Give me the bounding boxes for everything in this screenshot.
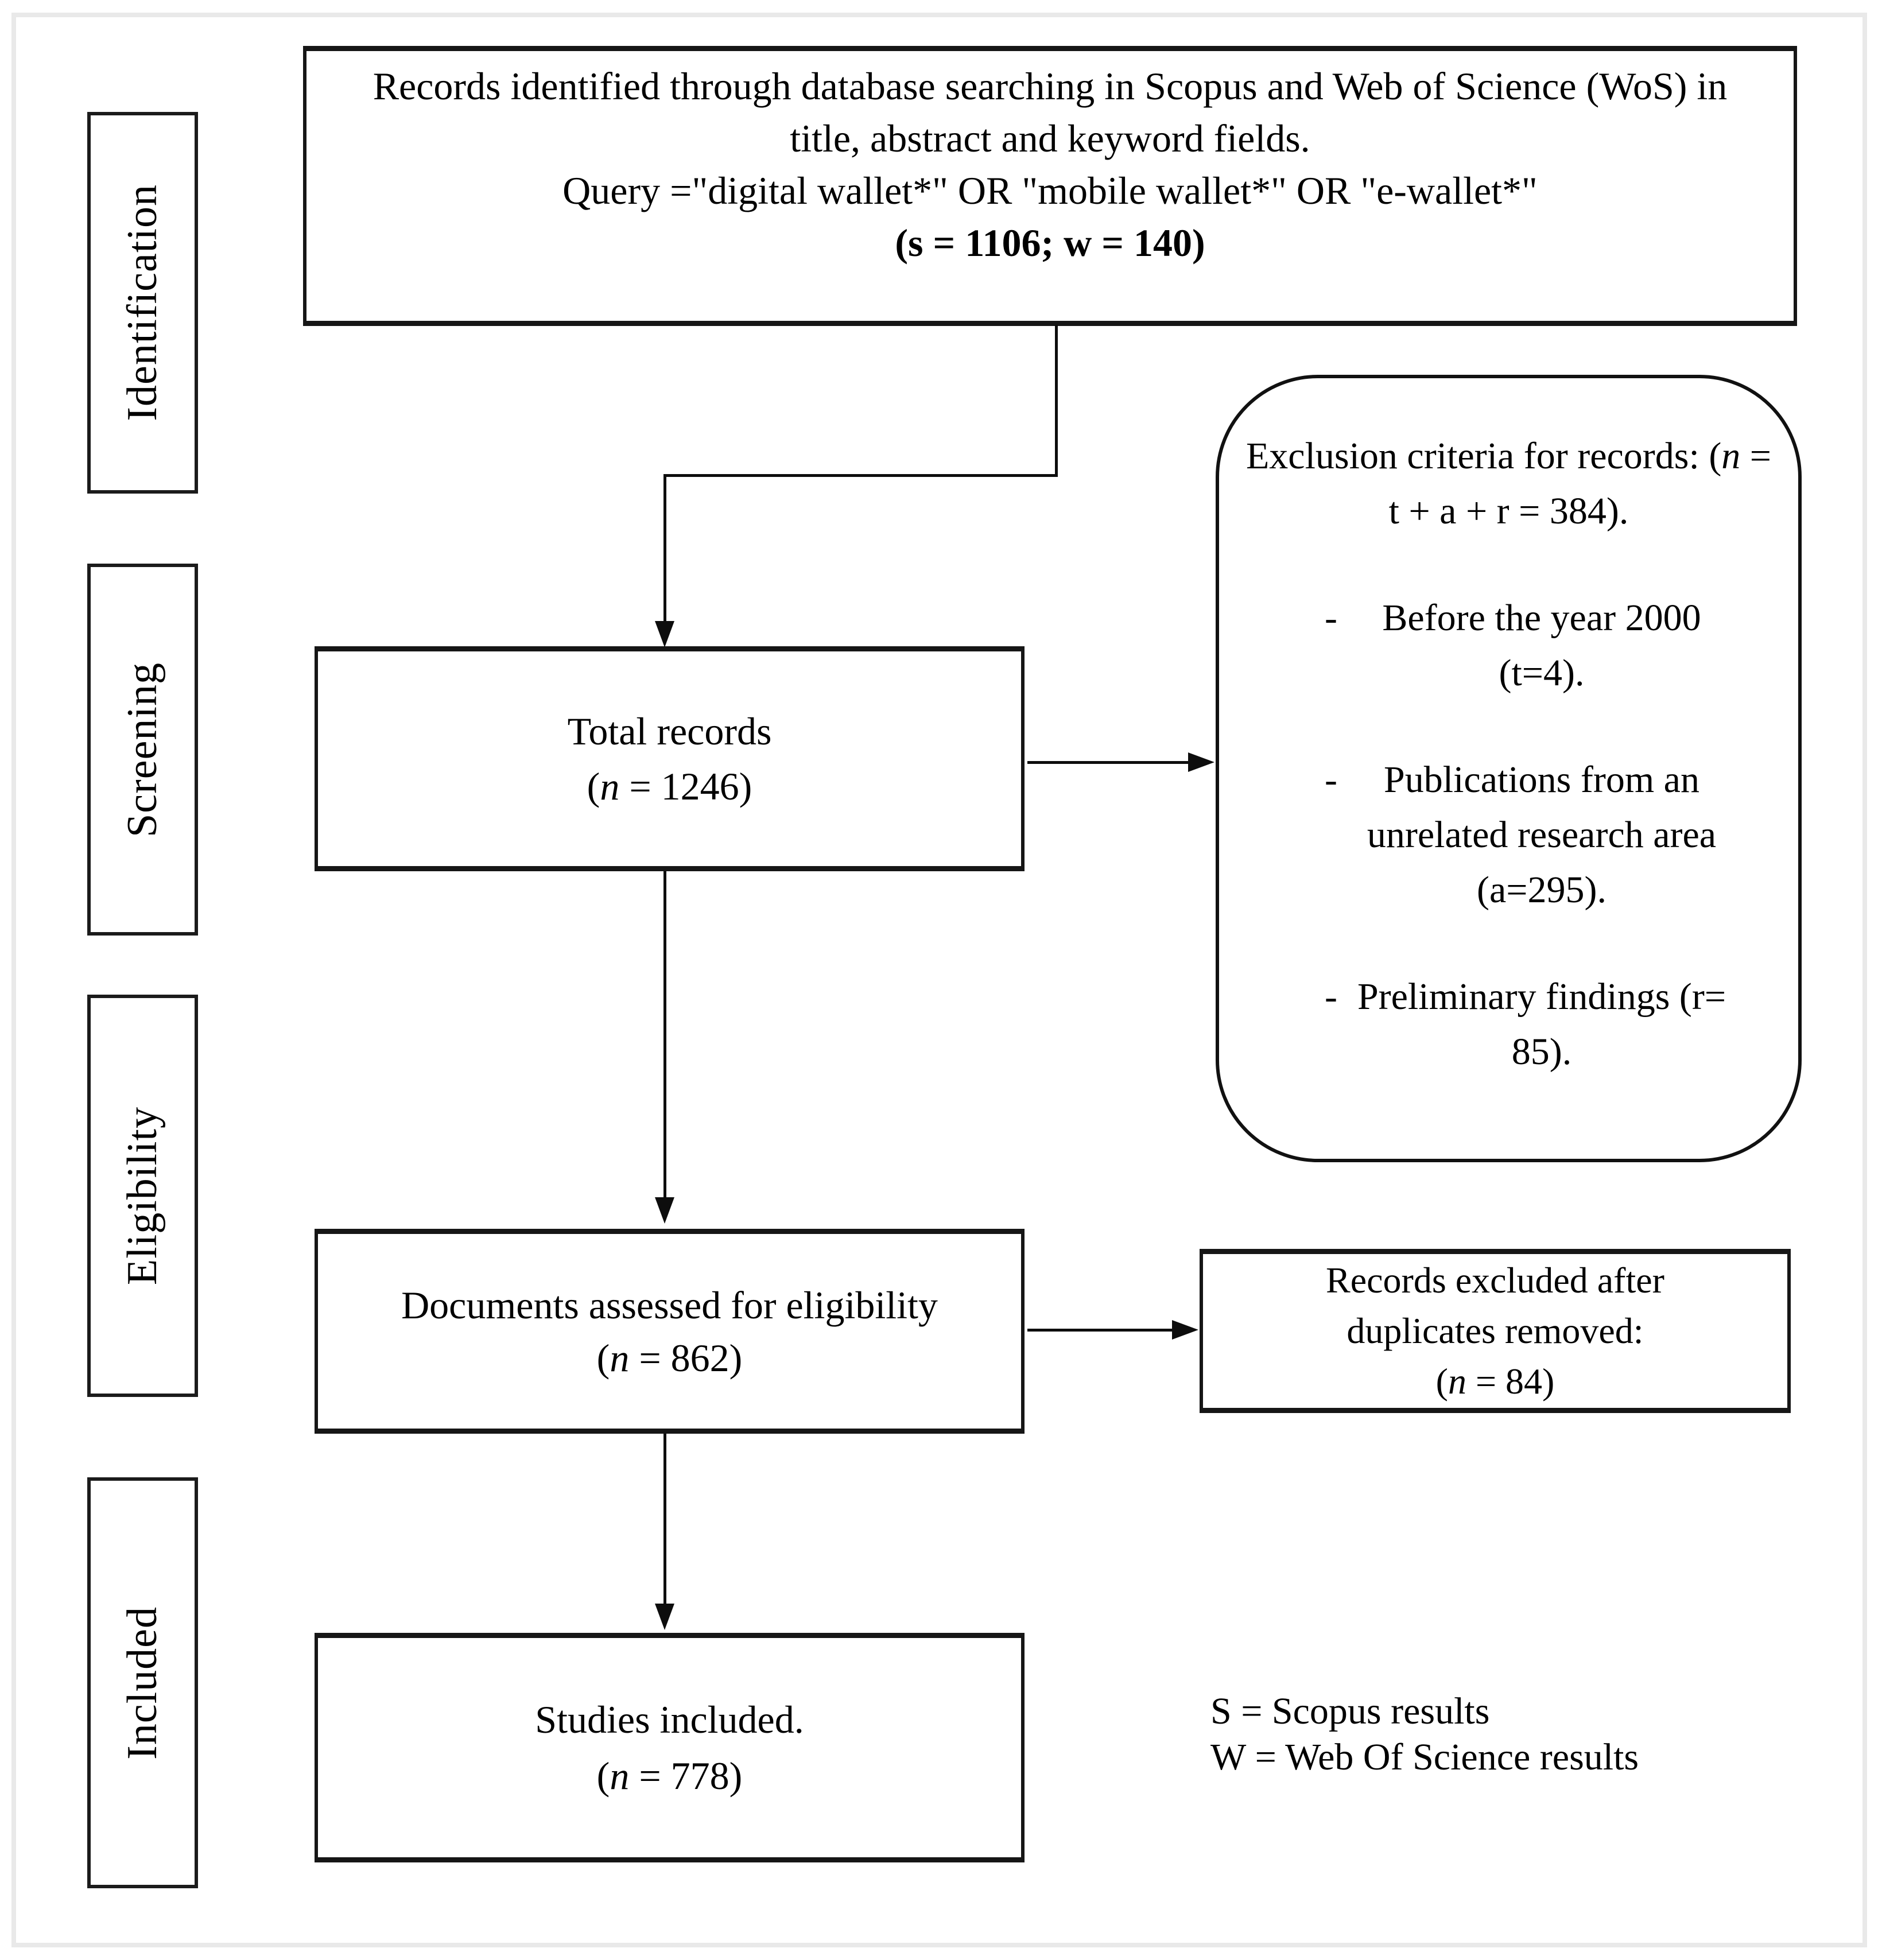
exclusion-item-preliminary: - Preliminary findings (r= 85). xyxy=(1239,969,1779,1080)
records-identified-counts: (s = 1106; w = 140) xyxy=(895,221,1205,265)
documents-assessed-box: Documents assessed for eligibility (n = … xyxy=(315,1229,1025,1434)
stage-box-screening: Screening xyxy=(87,564,198,936)
count-value: = 778) xyxy=(629,1754,743,1798)
records-identified-query: Query ="digital wallet*" OR "mobile wall… xyxy=(562,169,1538,212)
arrow-right-icon xyxy=(1188,752,1214,772)
paren-open: ( xyxy=(1709,435,1722,477)
stage-box-included: Included xyxy=(87,1477,198,1888)
arrow-down-icon xyxy=(655,1197,674,1224)
paren-open: ( xyxy=(596,1754,610,1798)
connector-documents-to-studies xyxy=(663,1434,666,1607)
documents-assessed-count: (n = 862) xyxy=(597,1332,743,1384)
stage-box-identification: Identification xyxy=(87,112,198,494)
records-excluded-count: (n = 84) xyxy=(1436,1356,1555,1407)
exclusion-title-line1: Exclusion criteria for xyxy=(1245,435,1568,477)
records-excluded-line1: Records excluded after xyxy=(1326,1260,1664,1301)
paren-open: ( xyxy=(587,764,600,808)
total-records-box: Total records (n = 1246) xyxy=(315,646,1025,871)
stage-label-identification: Identification xyxy=(119,184,166,421)
formula-value: = t + a + r = 384). xyxy=(1388,435,1781,532)
total-records-count: (n = 1246) xyxy=(587,759,752,814)
records-identified-line2: title, abstract and keyword fields. xyxy=(790,117,1310,160)
exclusion-item-line: Publications from an xyxy=(1384,759,1699,801)
exclusion-formula: (n = t + a + r = 384). xyxy=(1389,435,1781,532)
legend: S = Scopus results W = Web Of Science re… xyxy=(1210,1689,1639,1780)
dash-bullet: - xyxy=(1325,597,1337,639)
n-variable: n xyxy=(1721,435,1741,477)
exclusion-title-line2: records: xyxy=(1577,435,1699,477)
count-value: = 862) xyxy=(629,1336,743,1380)
n-variable: n xyxy=(610,1754,630,1798)
records-identified-box: Records identified through database sear… xyxy=(303,46,1797,326)
records-excluded-box: Records excluded after duplicates remove… xyxy=(1200,1249,1791,1413)
studies-included-title: Studies included. xyxy=(535,1698,804,1741)
exclusion-criteria-box: Exclusion criteria for records: (n = t +… xyxy=(1216,375,1802,1162)
n-variable: n xyxy=(610,1336,630,1380)
connector-total-to-documents xyxy=(663,871,666,1200)
total-records-title: Total records xyxy=(567,709,772,753)
n-variable: n xyxy=(1448,1361,1466,1402)
stage-label-included: Included xyxy=(119,1606,166,1760)
stage-box-eligibility: Eligibility xyxy=(87,995,198,1397)
stage-label-eligibility: Eligibility xyxy=(119,1106,166,1286)
records-identified-line1: Records identified through database sear… xyxy=(372,64,1728,108)
exclusion-item-unrelated-area: - Publications from an unrelated researc… xyxy=(1239,752,1779,918)
exclusion-item-before-2000: - Before the year 2000 (t=4). xyxy=(1239,591,1779,701)
records-excluded-line2: duplicates removed: xyxy=(1346,1310,1644,1351)
exclusion-item-line: unrelated research area xyxy=(1367,814,1717,856)
connector-into-total-records xyxy=(663,474,666,623)
legend-wos: W = Web Of Science results xyxy=(1210,1736,1639,1778)
connector-total-to-exclusion xyxy=(1027,761,1191,764)
exclusion-item-count: (a=295). xyxy=(1477,869,1607,911)
exclusion-item-count: (t=4). xyxy=(1499,652,1585,694)
stage-label-screening: Screening xyxy=(119,662,166,837)
dash-bullet: - xyxy=(1325,759,1337,801)
exclusion-item-count: (r= 85). xyxy=(1511,976,1726,1073)
arrow-right-icon xyxy=(1172,1320,1198,1340)
exclusion-item-line: Before the year 2000 xyxy=(1382,597,1701,639)
dash-bullet: - xyxy=(1325,976,1337,1018)
count-value: = 84) xyxy=(1466,1361,1555,1402)
studies-included-box: Studies included. (n = 778) xyxy=(315,1633,1025,1862)
paren-open: ( xyxy=(596,1336,610,1380)
documents-assessed-title: Documents assessed for eligibility xyxy=(401,1283,938,1327)
count-value: = 1246) xyxy=(619,764,752,808)
connector-documents-to-excluded xyxy=(1027,1329,1177,1332)
arrow-down-icon xyxy=(655,621,674,647)
studies-included-count: (n = 778) xyxy=(597,1748,743,1804)
n-variable: n xyxy=(600,764,620,808)
arrow-down-icon xyxy=(655,1604,674,1630)
connector-elbow-horizontal xyxy=(663,474,1058,477)
exclusion-item-line: Preliminary findings xyxy=(1357,976,1670,1018)
legend-scopus: S = Scopus results xyxy=(1210,1690,1490,1732)
paren-open: ( xyxy=(1435,1361,1448,1402)
connector-top-vertical xyxy=(1055,325,1058,476)
